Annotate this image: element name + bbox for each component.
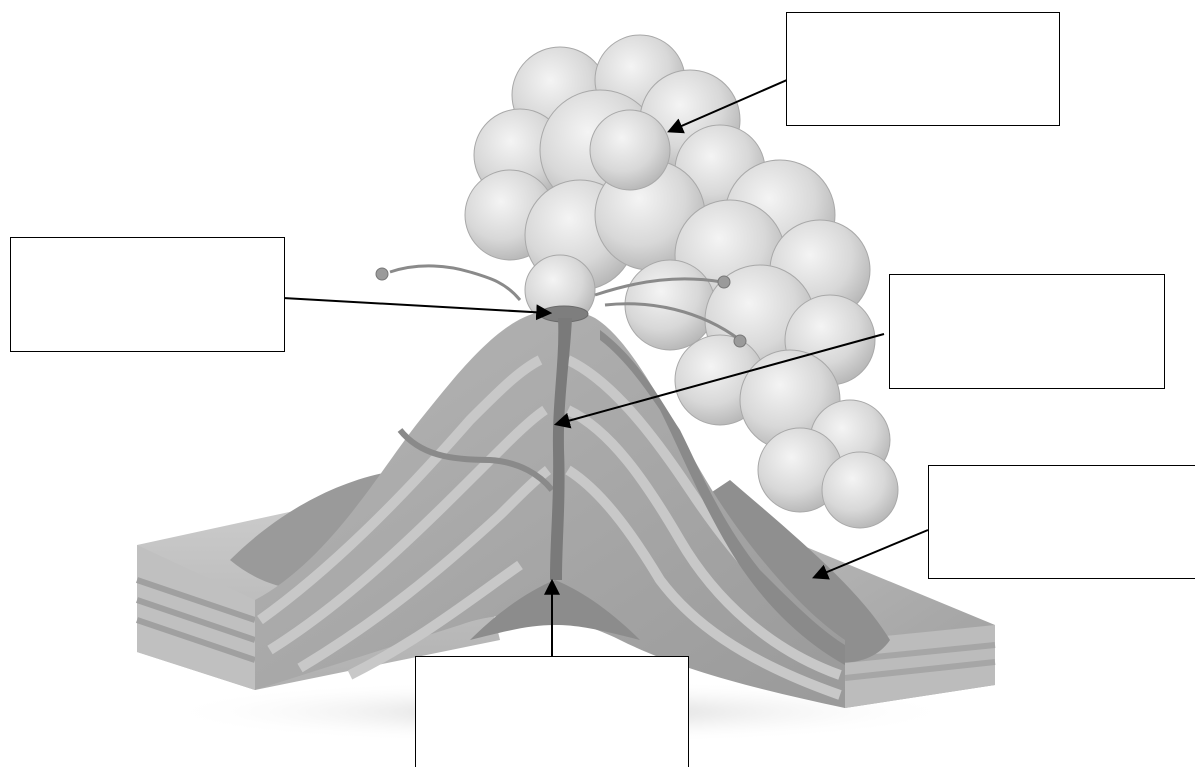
arrow-crater <box>283 298 549 313</box>
arrow-lava-flow <box>815 530 928 577</box>
label-box-crater[interactable] <box>10 237 285 352</box>
label-box-ash-cloud[interactable] <box>786 12 1060 126</box>
label-box-magma-chamber[interactable] <box>415 656 689 767</box>
label-box-lava-flow[interactable] <box>928 465 1195 579</box>
label-box-vent[interactable] <box>889 274 1165 389</box>
